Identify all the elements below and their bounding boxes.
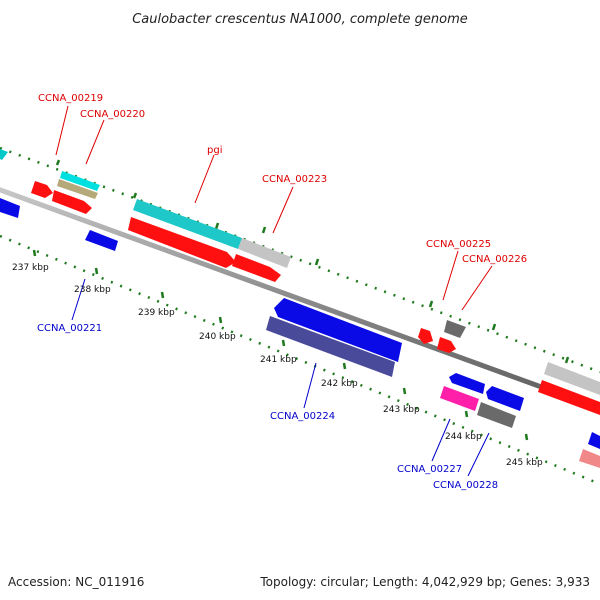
gene-ccna-00224-a	[274, 298, 402, 362]
label-ccna-00225: CCNA_00225	[426, 239, 491, 250]
label-ccna-00221: CCNA_00221	[37, 323, 102, 334]
gene-ccna-00219	[31, 181, 53, 198]
gene-ccna-00226-b	[437, 337, 456, 353]
gene-ccna-00224-b	[266, 316, 395, 377]
inner-tick-track	[0, 234, 600, 486]
reverse-callouts	[71, 278, 490, 477]
forward-genes	[0, 149, 600, 415]
topology-text: Topology: circular; Length: 4,042,929 bp…	[259, 575, 590, 589]
forward-callouts	[55, 105, 493, 311]
accession-text: Accession: NC_011916	[8, 575, 144, 589]
kbp-label-238: 238 kbp	[74, 285, 111, 295]
kbp-label-244: 244 kbp	[445, 432, 482, 442]
kbp-label-241: 241 kbp	[260, 355, 297, 365]
gene-blue-edge	[0, 198, 20, 218]
label-ccna-00223: CCNA_00223	[262, 174, 327, 185]
inner-major-ticks	[32, 249, 529, 441]
map-title: Caulobacter crescentus NA1000, complete …	[132, 12, 468, 27]
outer-tick-track	[0, 146, 600, 374]
gene-right-red	[538, 380, 600, 415]
label-ccna-00228: CCNA_00228	[433, 480, 498, 491]
genome-backbone	[0, 187, 600, 412]
kbp-label-239: 239 kbp	[138, 308, 175, 318]
gene-right-grey	[544, 362, 600, 395]
kbp-label-237: 237 kbp	[12, 263, 49, 273]
kbp-label-245: 245 kbp	[506, 458, 543, 468]
label-ccna-00227: CCNA_00227	[397, 464, 462, 475]
gene-ccna-00220-b	[57, 179, 98, 199]
gene-pgi	[133, 199, 242, 249]
label-ccna-00226: CCNA_00226	[462, 254, 527, 265]
gene-ccna-00220-a	[60, 171, 100, 191]
gene-ccna-00221	[85, 230, 118, 251]
gene-cyan-edge	[0, 149, 8, 160]
label-ccna-00224: CCNA_00224	[270, 411, 335, 422]
gene-ccna-00228-a	[486, 386, 524, 411]
outer-major-ticks	[55, 159, 570, 364]
kbp-label-240: 240 kbp	[199, 332, 236, 342]
gene-pgi-grey	[238, 238, 291, 268]
gene-right-pink	[579, 449, 600, 468]
reverse-genes	[0, 198, 600, 468]
label-pgi: pgi	[207, 145, 222, 156]
gene-ccna-00226-a	[444, 320, 466, 338]
gene-right-blue	[588, 432, 600, 449]
gene-ccna-00220-c	[52, 190, 92, 214]
gene-ccna-00228-b	[477, 402, 516, 428]
label-ccna-00219: CCNA_00219	[38, 93, 103, 104]
gene-ccna-00227-a	[449, 373, 485, 394]
label-ccna-00220: CCNA_00220	[80, 109, 145, 120]
gene-ccna-00225	[418, 328, 433, 344]
kbp-label-243: 243 kbp	[383, 405, 420, 415]
kbp-label-242: 242 kbp	[321, 379, 358, 389]
gene-ccna-00223-a	[128, 217, 236, 268]
gene-ccna-00227-b	[440, 386, 479, 411]
gene-ccna-00223-b	[232, 254, 281, 282]
